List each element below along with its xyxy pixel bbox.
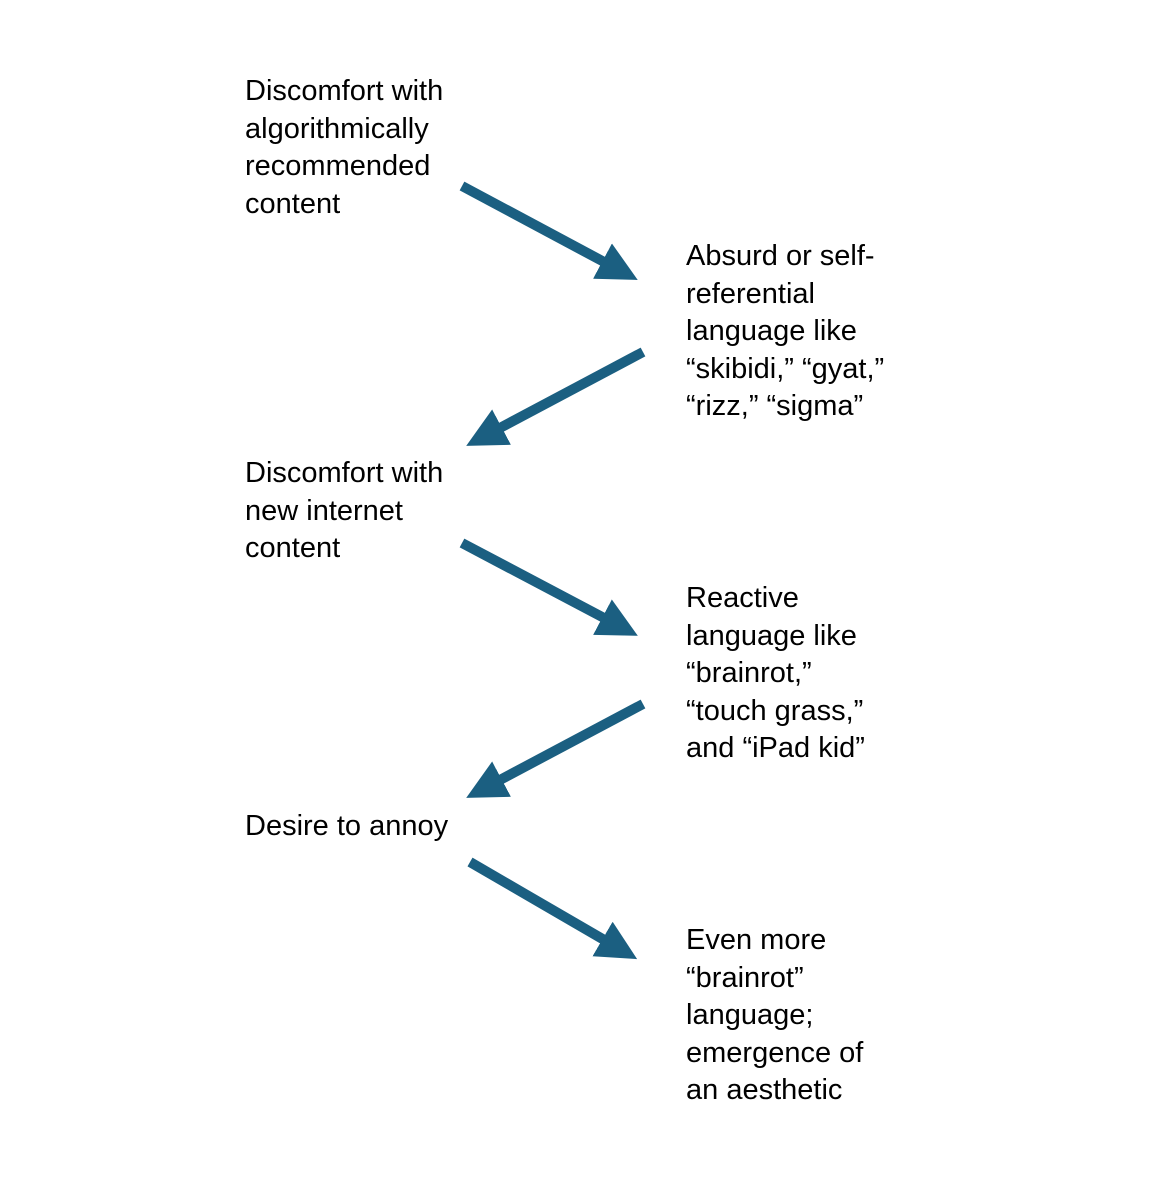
node-discomfort-new-content: Discomfort with new internet content — [245, 457, 444, 564]
arrow-n4-n5 — [466, 699, 646, 798]
arrow-n1-n2 — [459, 181, 638, 280]
arrow-n2-n3 — [466, 347, 646, 446]
arrow-n3-n4 — [459, 538, 638, 636]
node-desire-to-annoy: Desire to annoy — [245, 810, 449, 842]
arrow-n5-n6 — [467, 857, 638, 960]
node-discomfort-algorithmic: Discomfort with algorithmically recommen… — [245, 75, 444, 220]
node-reactive-language: Reactive language like “brainrot,” “touc… — [686, 582, 865, 764]
node-even-more-brainrot: Even more “brainrot” language; emergence… — [686, 924, 864, 1106]
node-absurd-language: Absurd or self- referential language lik… — [686, 240, 885, 422]
